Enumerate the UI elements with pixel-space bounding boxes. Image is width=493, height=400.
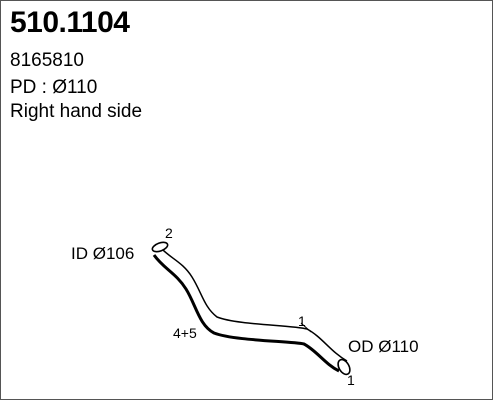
pipe-wall-lower: [152, 254, 340, 373]
pipe-wall-upper: [157, 244, 348, 362]
pipe-end-top: [151, 241, 169, 253]
part-number: 510.1104: [10, 6, 130, 39]
label-inner-diameter: ID Ø106: [71, 244, 134, 263]
pipe-end-bottom: [337, 358, 351, 376]
callout-bend: 4+5: [173, 325, 197, 341]
side-label: Right hand side: [10, 101, 143, 122]
callout-end-bottom: 1: [347, 372, 355, 388]
callout-end-top: 2: [165, 225, 173, 241]
label-outer-diameter: OD Ø110: [348, 337, 419, 356]
callout-middle: 1: [298, 313, 306, 329]
pipe-diameter: PD : Ø110: [10, 77, 98, 98]
reference-number: 8165810: [10, 50, 84, 71]
leader-line-1: [300, 322, 312, 333]
